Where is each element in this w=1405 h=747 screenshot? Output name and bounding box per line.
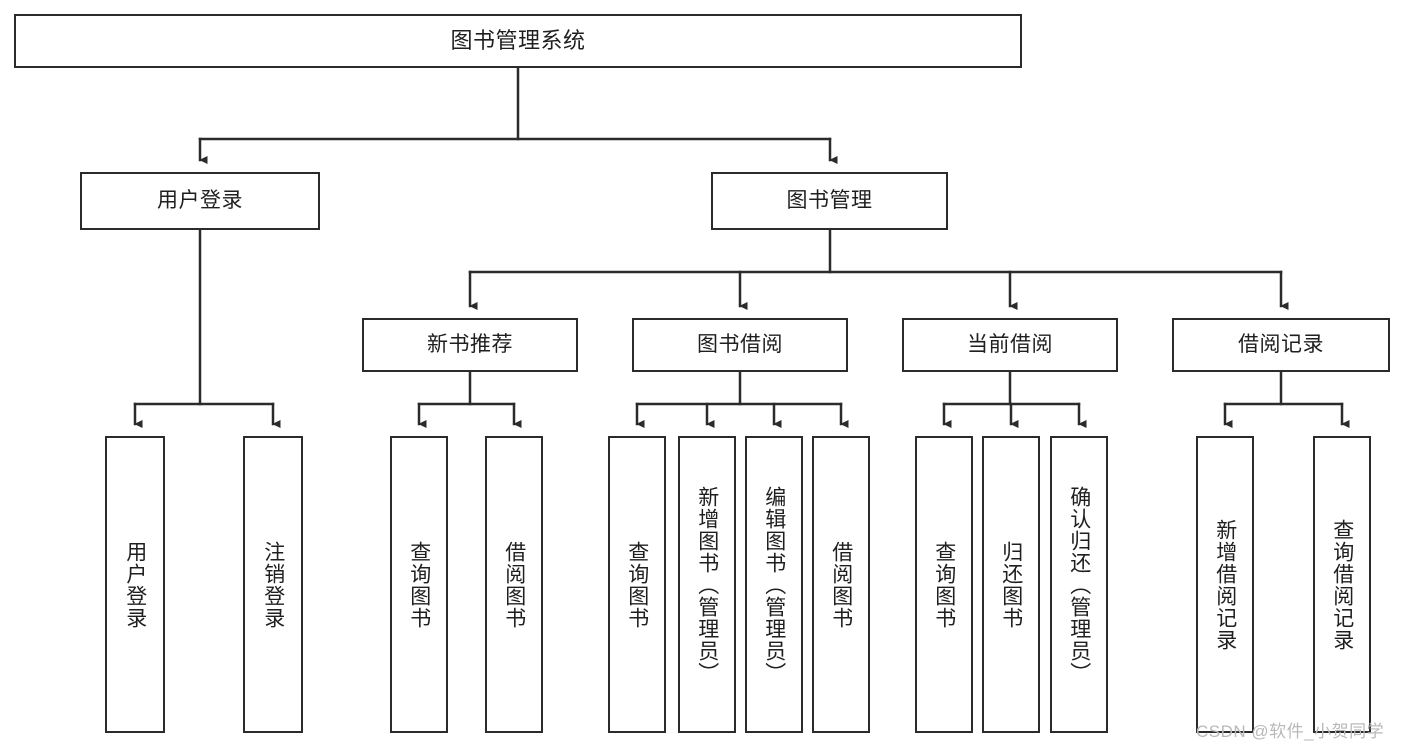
node-leaf-add-record[interactable]: 新增借阅记录 xyxy=(1196,436,1254,733)
node-leaf-add-record-label: 新增借阅记录 xyxy=(1213,518,1237,651)
node-leaf-return-book-label: 归还图书 xyxy=(999,540,1023,629)
node-leaf-user-login[interactable]: 用户登录 xyxy=(105,436,165,733)
node-leaf-borrow-book-rec-label: 借阅图书 xyxy=(502,540,526,629)
node-new-book-rec-label: 新书推荐 xyxy=(427,332,513,356)
node-leaf-edit-book[interactable]: 编辑图书（管理员） xyxy=(745,436,803,733)
node-book-manage[interactable]: 图书管理 xyxy=(711,172,948,230)
node-leaf-add-book[interactable]: 新增图书（管理员） xyxy=(678,436,736,733)
node-leaf-confirm-return-label: 确认归还（管理员） xyxy=(1067,485,1091,684)
node-book-borrow-label: 图书借阅 xyxy=(697,332,783,356)
node-user-login[interactable]: 用户登录 xyxy=(80,172,320,230)
node-book-borrow[interactable]: 图书借阅 xyxy=(632,318,848,372)
node-leaf-add-book-label: 新增图书（管理员） xyxy=(695,485,719,684)
node-leaf-logout-label: 注销登录 xyxy=(261,540,285,629)
node-book-manage-label: 图书管理 xyxy=(786,188,873,212)
node-leaf-query-book-rec[interactable]: 查询图书 xyxy=(390,436,448,733)
csdn-watermark: CSDN @软件_小贺同学 xyxy=(1196,722,1385,741)
node-user-login-label: 用户登录 xyxy=(157,188,243,212)
node-current-borrow[interactable]: 当前借阅 xyxy=(902,318,1118,372)
node-leaf-borrow-book-label: 借阅图书 xyxy=(829,540,853,629)
node-leaf-user-login-label: 用户登录 xyxy=(123,540,147,629)
node-leaf-query-book-rec-label: 查询图书 xyxy=(407,540,431,629)
node-leaf-query-book-cur[interactable]: 查询图书 xyxy=(915,436,973,733)
node-leaf-borrow-book[interactable]: 借阅图书 xyxy=(812,436,870,733)
node-leaf-logout[interactable]: 注销登录 xyxy=(243,436,303,733)
node-leaf-query-record[interactable]: 查询借阅记录 xyxy=(1313,436,1371,733)
node-leaf-query-record-label: 查询借阅记录 xyxy=(1330,518,1354,651)
node-leaf-return-book[interactable]: 归还图书 xyxy=(982,436,1040,733)
node-new-book-rec[interactable]: 新书推荐 xyxy=(362,318,578,372)
node-leaf-query-book[interactable]: 查询图书 xyxy=(608,436,666,733)
node-leaf-confirm-return[interactable]: 确认归还（管理员） xyxy=(1050,436,1108,733)
node-root-label: 图书管理系统 xyxy=(450,28,586,54)
node-current-borrow-label: 当前借阅 xyxy=(967,332,1053,356)
node-leaf-query-book-label: 查询图书 xyxy=(625,540,649,629)
node-root[interactable]: 图书管理系统 xyxy=(14,14,1022,68)
node-leaf-query-book-cur-label: 查询图书 xyxy=(932,540,956,629)
node-leaf-borrow-book-rec[interactable]: 借阅图书 xyxy=(485,436,543,733)
node-leaf-edit-book-label: 编辑图书（管理员） xyxy=(762,485,786,684)
node-borrow-record-label: 借阅记录 xyxy=(1238,332,1324,356)
node-borrow-record[interactable]: 借阅记录 xyxy=(1172,318,1390,372)
